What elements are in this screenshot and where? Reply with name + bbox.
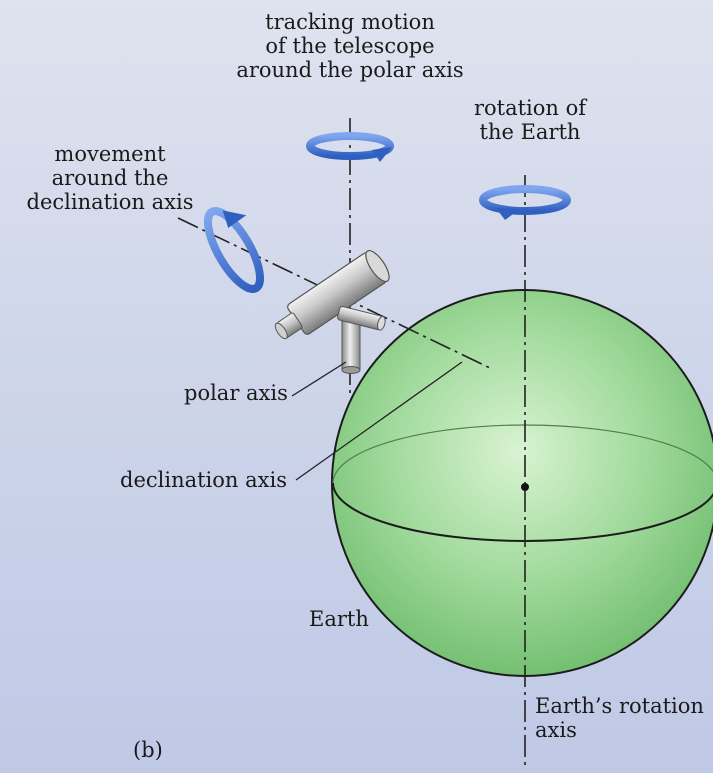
movement-declination-label: movement around the declination axis xyxy=(20,142,200,214)
earth-rotation-axis-line-2: axis xyxy=(535,718,577,742)
declination-axis-line xyxy=(177,217,491,369)
declination-arrow xyxy=(204,207,264,293)
earth-rotation-arrow xyxy=(479,185,571,220)
tracking-motion-label: tracking motion of the telescope around … xyxy=(230,10,470,82)
polar-axis-label: polar axis xyxy=(184,381,288,405)
movement-declination-line-1: movement xyxy=(54,142,166,166)
movement-declination-line-3: declination axis xyxy=(26,190,194,214)
rotation-arrow-icon xyxy=(204,132,571,293)
earth-rotation-axis-line-1: Earth’s rotation xyxy=(535,694,704,718)
declination-axis-leader xyxy=(295,361,463,481)
earth-sphere xyxy=(331,289,713,677)
rotation-of-earth-label: rotation of the Earth xyxy=(460,96,600,144)
panel-label: (b) xyxy=(133,738,163,762)
polar-axis-leader xyxy=(291,361,347,397)
tracking-motion-line-2: of the telescope xyxy=(265,34,435,58)
earth-label: Earth xyxy=(309,607,369,631)
earth-center-dot xyxy=(521,483,529,491)
tracking-motion-line-3: around the polar axis xyxy=(236,58,464,82)
earth-rotation-axis-label: Earth’s rotation axis xyxy=(535,694,704,742)
rotation-of-earth-line-2: the Earth xyxy=(479,120,581,144)
polar-tracking-arrow xyxy=(306,132,394,162)
declination-axis-label: declination axis xyxy=(120,468,287,492)
telescope-mount xyxy=(274,250,390,374)
rotation-of-earth-line-1: rotation of xyxy=(473,96,587,120)
tracking-motion-line-1: tracking motion xyxy=(265,10,435,34)
movement-declination-line-2: around the xyxy=(51,166,169,190)
